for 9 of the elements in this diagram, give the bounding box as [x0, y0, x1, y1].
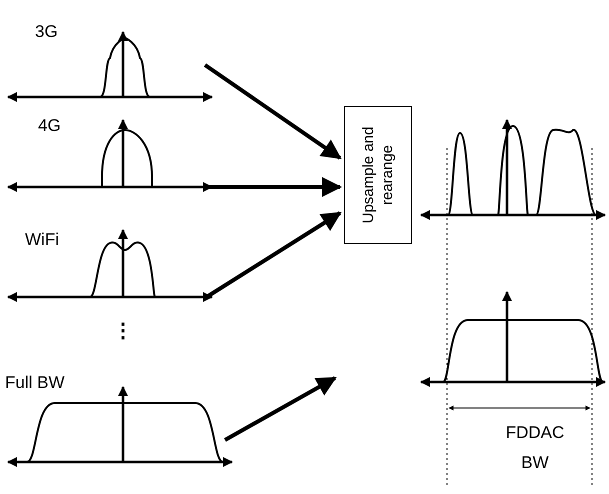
ellipsis-mark: ⋮ — [113, 319, 133, 343]
process-box: Upsample and rearange — [344, 106, 412, 244]
dimension-label: FDDAC BW — [504, 422, 566, 474]
arrow — [204, 63, 342, 160]
band-label: Full BW — [5, 373, 64, 393]
band-label: WiFi — [25, 230, 59, 250]
band-label: 3G — [35, 22, 58, 42]
band-label: 4G — [38, 116, 61, 136]
arrow — [224, 376, 337, 442]
